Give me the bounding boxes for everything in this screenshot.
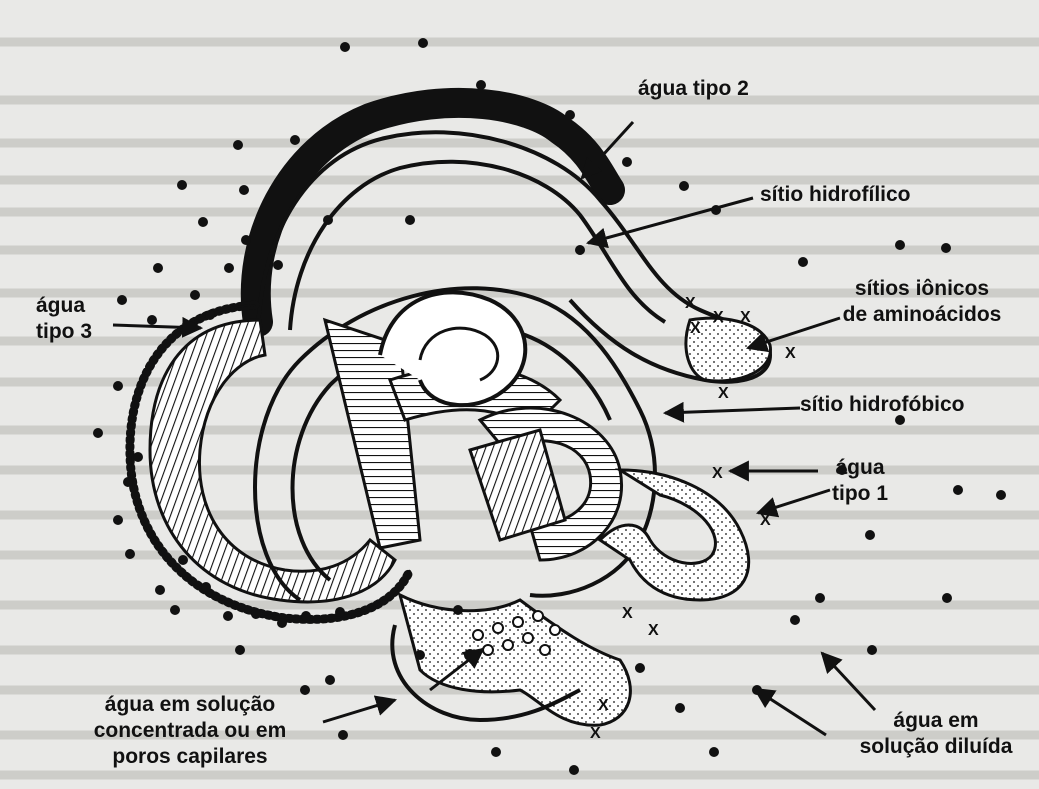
label-solucao-concentrada-line2: concentrada ou em [70,718,310,744]
svg-text:X: X [712,465,723,482]
arrow-solucao-concentrada-a [323,700,395,722]
label-solucao-diluida-line1: água em [836,708,1036,734]
label-agua-tipo-3-line1: água [36,293,92,319]
label-sitio-hidrofobico: sítio hidrofóbico [800,392,964,418]
label-agua-tipo-1: água tipo 1 [820,455,900,507]
arrow-solucao-diluida-a [822,653,875,710]
center-helix-4 [470,430,565,540]
label-agua-tipo-1-line2: tipo 1 [820,481,900,507]
label-agua-tipo-1-line1: água [820,455,900,481]
svg-text:X: X [648,622,659,639]
arrow-sitio-hidrofobico [665,408,800,413]
label-agua-tipo-3-line2: tipo 3 [36,319,92,345]
bottom-solution-region [400,595,630,725]
label-solucao-diluida-line2: solução diluída [836,734,1036,760]
label-sitio-hidrofilico: sítio hidrofílico [760,182,911,208]
label-solucao-concentrada-line3: poros capilares [70,744,310,770]
label-agua-tipo-2: água tipo 2 [638,76,749,102]
svg-text:X: X [685,295,696,312]
svg-text:X: X [690,320,701,337]
label-solucao-concentrada-line1: água em solução [70,692,310,718]
label-solucao-concentrada: água em solução concentrada ou em poros … [70,692,310,770]
svg-text:X: X [622,605,633,622]
arrow-sitio-hidrofilico [588,198,753,243]
label-sitios-ionicos: sítios iônicos de aminoácidos [815,276,1029,328]
label-solucao-diluida: água em solução diluída [836,708,1036,760]
svg-text:X: X [785,345,796,362]
svg-text:X: X [598,697,609,714]
label-sitios-ionicos-line1: sítios iônicos [815,276,1029,302]
svg-text:X: X [718,385,729,402]
svg-text:X: X [590,725,601,742]
label-agua-tipo-3: água tipo 3 [36,293,92,345]
svg-text:X: X [713,309,724,326]
label-sitios-ionicos-line2: de aminoácidos [815,302,1029,328]
svg-text:X: X [760,512,771,529]
svg-text:X: X [740,309,751,326]
arrow-solucao-diluida-b [755,689,826,735]
